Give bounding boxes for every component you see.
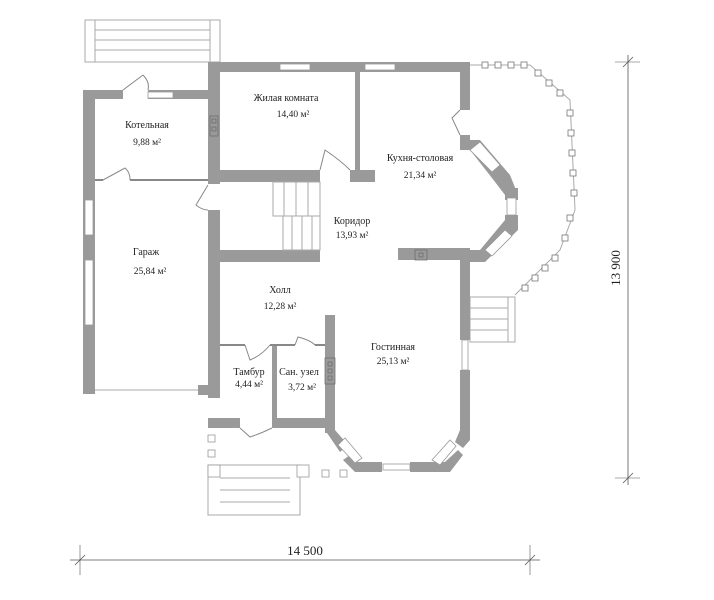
room-area-bedroom: 14,40 м² [277, 110, 310, 120]
room-name-hall: Холл [269, 285, 290, 296]
room-area-vestibule: 4,44 м² [235, 380, 263, 390]
staircase [272, 181, 321, 251]
room-name-vestibule: Тамбур [233, 367, 264, 378]
room-name-garage: Гараж [133, 247, 159, 258]
room-area-kitchen: 21,34 м² [404, 171, 437, 181]
ventilation-shafts [209, 115, 428, 385]
room-area-hall: 12,28 м² [264, 302, 297, 312]
entrance-steps [207, 434, 348, 516]
partitions [95, 179, 325, 391]
windows [84, 63, 517, 471]
side-steps [469, 296, 516, 343]
dimension-width: 14 500 [70, 543, 540, 575]
room-area-garage: 25,84 м² [134, 267, 167, 277]
room-name-corridor: Коридор [334, 216, 371, 227]
room-area-bathroom: 3,72 м² [288, 383, 316, 393]
height-dimension-label: 13 900 [608, 250, 623, 286]
room-name-kitchen: Кухня-столовая [387, 153, 454, 164]
dimension-height: 13 900 [608, 55, 640, 485]
room-name-boiler: Котельная [125, 120, 169, 131]
room-area-boiler: 9,88 м² [133, 138, 161, 148]
terrace-posts [481, 61, 578, 292]
room-area-living: 25,13 м² [377, 357, 410, 367]
room-area-corridor: 13,93 м² [336, 231, 369, 241]
top-steps [84, 19, 221, 63]
room-name-bathroom: Сан. узел [279, 367, 319, 378]
room-name-bedroom: Жилая комната [254, 93, 319, 104]
room-name-living: Гостинная [371, 342, 415, 353]
width-dimension-label: 14 500 [287, 543, 323, 558]
doors [102, 74, 461, 438]
room-labels: Котельная 9,88 м² Жилая комната 14,40 м²… [125, 93, 453, 393]
